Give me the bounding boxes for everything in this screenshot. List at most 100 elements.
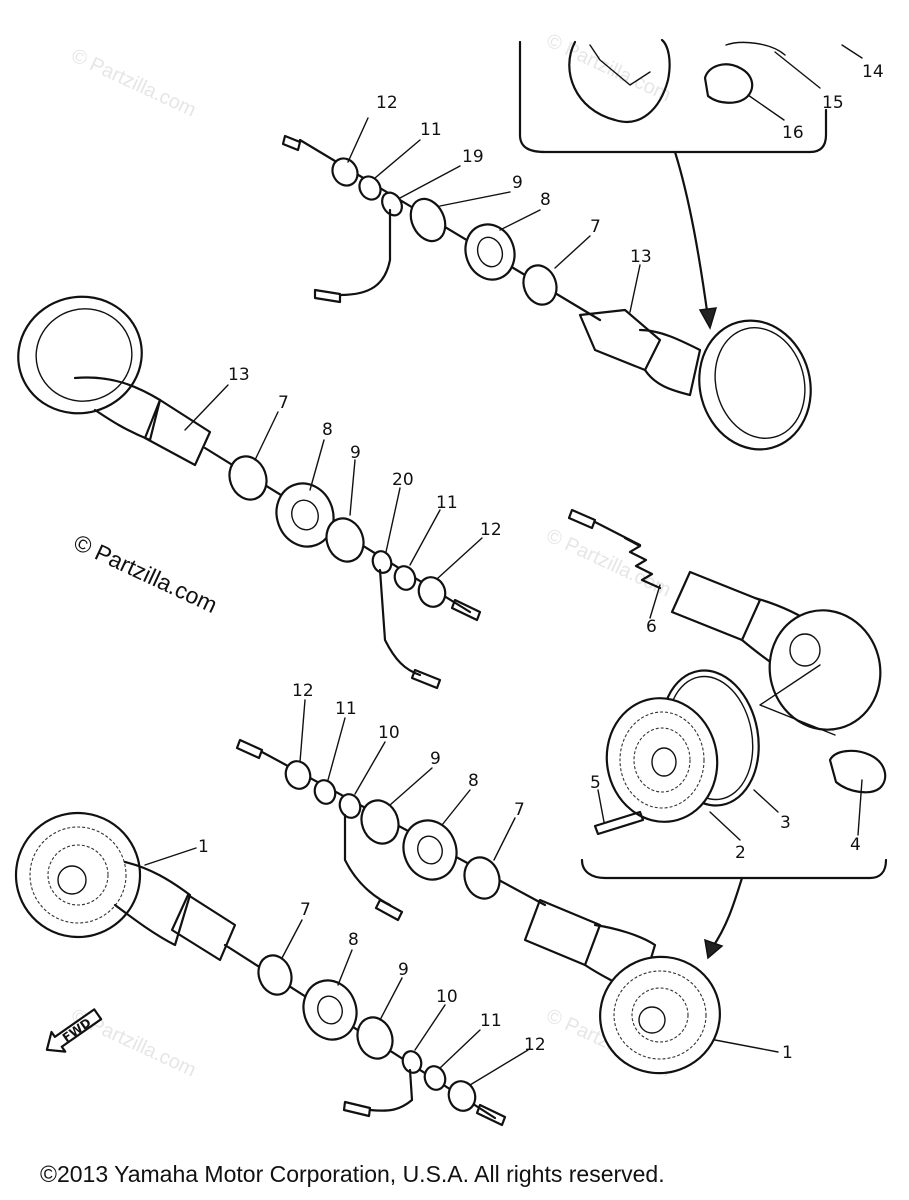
- callout-12-br: 12: [292, 681, 314, 701]
- callout-7-top: 7: [590, 217, 601, 237]
- callout-9-br: 9: [430, 749, 441, 769]
- housing-right: [768, 609, 882, 731]
- stem-13-top: [578, 308, 662, 372]
- leader-8d: [337, 949, 353, 986]
- wire-connector-top: [313, 288, 342, 304]
- leader-12d: [469, 1049, 529, 1086]
- connector-br: [235, 738, 264, 760]
- neck-1-left: [113, 860, 192, 947]
- top-inset: [518, 38, 863, 330]
- connector-top: [281, 134, 302, 152]
- callout-9-mid: 9: [350, 443, 361, 463]
- damper-8-mid-inner: [291, 499, 319, 531]
- neck-13-top: [638, 328, 702, 397]
- wire-top: [338, 208, 392, 297]
- inset-lens-ring: [725, 41, 786, 56]
- inset-arrow: [673, 150, 710, 320]
- leader-12a: [347, 117, 369, 163]
- stem-1-left: [170, 893, 237, 962]
- connector-right: [567, 508, 597, 530]
- neck-1-right: [583, 923, 657, 997]
- leader-8b: [309, 439, 325, 491]
- callout-11-mid: 11: [436, 493, 458, 513]
- leader-12c: [299, 699, 306, 763]
- damper-8-br: [402, 819, 458, 881]
- callout-12-mid: 12: [480, 520, 502, 540]
- callout-8-top: 8: [540, 190, 551, 210]
- stem-1-right: [523, 898, 602, 967]
- nut-12-top: [331, 157, 359, 187]
- copyright-text: ©2013 Yamaha Motor Corporation, U.S.A. A…: [40, 1161, 665, 1187]
- callout-8-bl: 8: [348, 930, 359, 950]
- connector-mid: [450, 598, 482, 622]
- wire-connector-mid: [410, 668, 442, 690]
- callout-13-top: 13: [630, 247, 652, 267]
- lens-13-top-rim: [714, 327, 806, 439]
- callout-5: 5: [590, 773, 601, 793]
- leader-20: [385, 487, 401, 553]
- lens-group-arrowhead: [704, 938, 724, 960]
- lens-1-right-pattern-1: [613, 970, 707, 1060]
- callout-7-bl: 7: [300, 900, 311, 920]
- leader-10a: [354, 741, 386, 795]
- callout-8-mid: 8: [322, 420, 333, 440]
- wire-connector-bl: [342, 1100, 372, 1118]
- terminal-10-bl: [401, 1050, 423, 1074]
- leader-13b: [184, 384, 229, 431]
- stem-13-left: [143, 398, 212, 467]
- collar-7-mid: [228, 455, 268, 501]
- damper-8-mid: [275, 482, 335, 548]
- assembly-mid-right: [567, 508, 887, 836]
- connector-bl: [475, 1103, 507, 1127]
- collar-7-top: [522, 264, 558, 306]
- washer-9-top: [409, 197, 447, 243]
- lens-1-left-center: [57, 865, 87, 895]
- leader-9d: [379, 977, 403, 1021]
- callout-11-br: 11: [335, 699, 357, 719]
- leader-11a: [374, 139, 421, 179]
- leader-7a: [554, 235, 591, 269]
- callout-1-left: 1: [198, 837, 209, 857]
- washer-9-br: [360, 799, 400, 845]
- leader-4-bracket: [759, 664, 836, 736]
- leader-11b: [409, 509, 441, 566]
- lens-2: [605, 697, 719, 823]
- fwd-arrow-icon: [45, 1008, 103, 1053]
- lens-2-pattern-2: [633, 727, 691, 793]
- screw-5: [593, 810, 645, 836]
- callout-12-bl: 12: [524, 1035, 546, 1055]
- callout-15: 15: [822, 93, 844, 113]
- callout-7-br: 7: [514, 800, 525, 820]
- damper-8-bl-inner: [317, 995, 343, 1025]
- collar-7-bl: [257, 954, 293, 996]
- leader-11c: [327, 717, 346, 781]
- damper-8-bl: [302, 979, 358, 1041]
- washer-9-mid: [325, 517, 365, 563]
- washer-11-mid: [393, 565, 417, 591]
- leader-8a: [499, 209, 541, 231]
- leader-13a: [629, 264, 641, 313]
- lens-1-right: [599, 955, 721, 1075]
- leader-10b: [414, 1004, 446, 1051]
- watermark-1: © Partzilla.com: [68, 45, 199, 122]
- leader-9a: [439, 191, 511, 207]
- leader-12b: [437, 537, 483, 579]
- bulb-4: [828, 749, 887, 794]
- leader-14: [841, 44, 863, 59]
- assembly-bottom-upper: [14, 811, 529, 1127]
- inset-arrowhead: [698, 307, 718, 330]
- housing-right-socket: [789, 633, 821, 667]
- leader-16: [747, 94, 785, 121]
- lens-13-top: [698, 319, 812, 451]
- lens-1-right-center: [638, 1006, 666, 1034]
- inset-bulb: [703, 63, 754, 104]
- washer-11-br: [313, 779, 337, 805]
- washer-9-bl: [356, 1016, 394, 1060]
- leader-8c: [441, 789, 471, 826]
- leader-5: [597, 789, 605, 823]
- leader-9b: [349, 459, 356, 516]
- leader-1b: [714, 1039, 779, 1053]
- damper-8-top-inner: [476, 236, 504, 268]
- lens-13-left-rim: [35, 308, 133, 402]
